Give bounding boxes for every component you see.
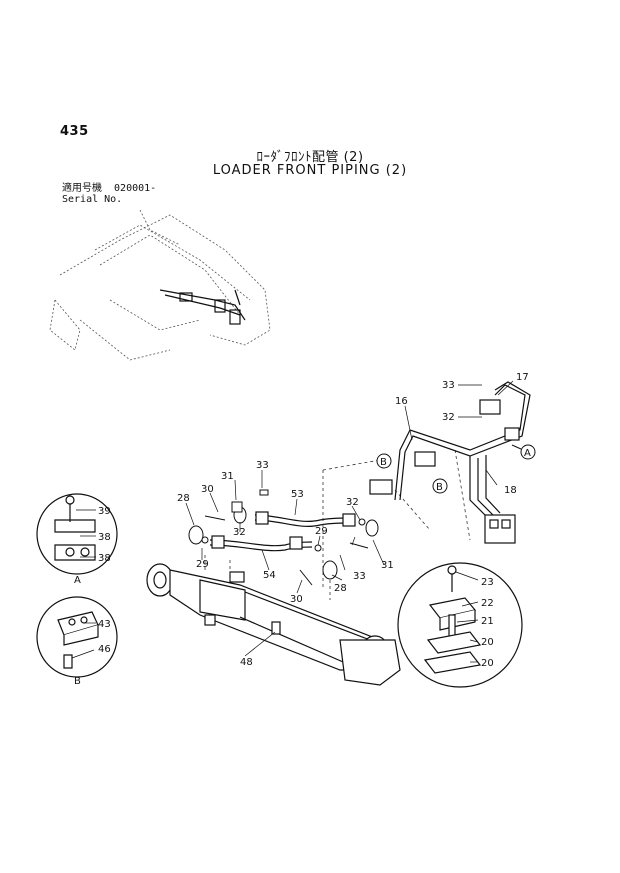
marker-b-right: B — [436, 482, 443, 493]
title-japanese: ﾛｰﾀﾞﾌﾛﾝﾄ配管 (2) — [256, 150, 364, 165]
page-number: 435 — [60, 124, 89, 139]
callout-30-left: 30 — [201, 484, 214, 495]
callout-22: 22 — [481, 598, 494, 609]
detail-view-clamp — [397, 562, 523, 688]
callout-43: 43 — [98, 619, 111, 630]
fittings — [188, 489, 379, 586]
callout-21: 21 — [481, 616, 494, 627]
callout-32-top: 32 — [442, 412, 455, 423]
callout-31-right: 31 — [381, 560, 394, 571]
callout-28-left: 28 — [177, 493, 190, 504]
marker-a-top: A — [524, 448, 531, 459]
detail-view-a — [36, 493, 118, 575]
view-markers — [376, 444, 536, 494]
callout-17: 17 — [516, 372, 529, 383]
callout-30-right: 30 — [290, 594, 303, 605]
callout-28-right: 28 — [334, 583, 347, 594]
hose-53 — [254, 511, 356, 527]
callout-32-right: 32 — [346, 497, 359, 508]
callout-20-upper: 20 — [481, 637, 494, 648]
loader-overview-sketch — [49, 209, 271, 361]
callout-33-top: 33 — [442, 380, 455, 391]
detail-view-b — [36, 596, 118, 678]
callout-38-lower: 38 — [98, 553, 111, 564]
hose-54 — [209, 535, 313, 552]
serial-label-english: Serial No. — [62, 194, 123, 205]
callout-31-left: 31 — [221, 471, 234, 482]
marker-b-bottom: B — [74, 676, 81, 687]
steel-tubes — [369, 381, 531, 544]
callout-46: 46 — [98, 644, 111, 655]
callout-48: 48 — [240, 657, 253, 668]
loader-overview-piping — [159, 289, 246, 325]
callout-32-left: 32 — [233, 527, 246, 538]
cylinder-48 — [146, 563, 401, 686]
callout-38-upper: 38 — [98, 532, 111, 543]
callout-16: 16 — [395, 396, 408, 407]
callout-leaders — [71, 380, 514, 663]
callout-29-left: 29 — [196, 559, 209, 570]
marker-b-left: B — [380, 457, 387, 468]
callout-54: 54 — [263, 570, 276, 581]
marker-a-bottom: A — [74, 575, 81, 586]
callout-20-lower: 20 — [481, 658, 494, 669]
callout-53: 53 — [291, 489, 304, 500]
title-english: LOADER FRONT PIPING (2) — [212, 163, 408, 178]
callout-23: 23 — [481, 577, 494, 588]
callout-33-right: 33 — [353, 571, 366, 582]
callout-29-right: 29 — [315, 526, 328, 537]
callout-33-mid: 33 — [256, 460, 269, 471]
serial-label-japanese: 適用号機 020001- — [62, 183, 157, 194]
callout-39: 39 — [98, 506, 111, 517]
callout-18: 18 — [504, 485, 517, 496]
